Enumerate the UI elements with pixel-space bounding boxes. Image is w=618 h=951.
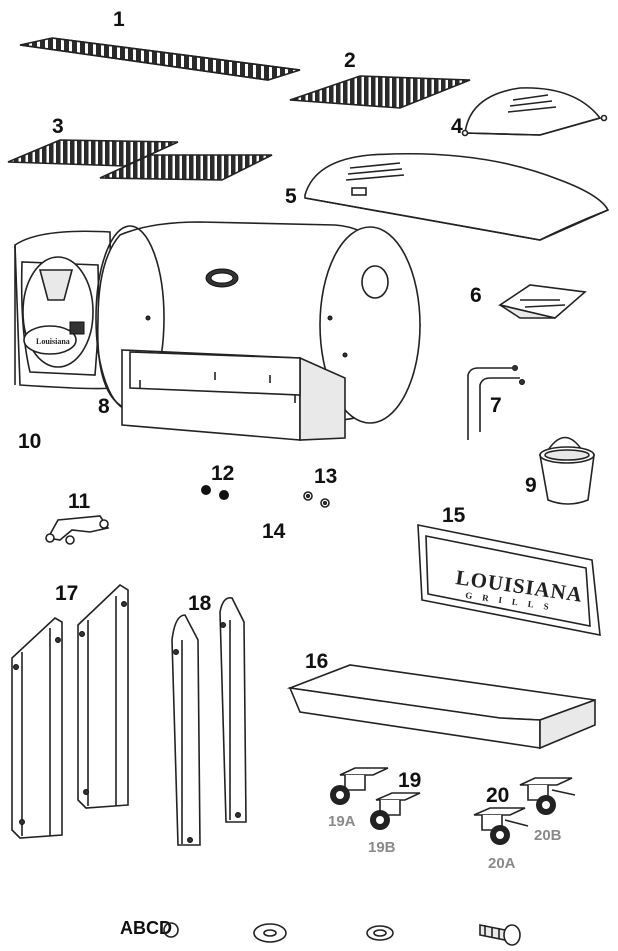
callout-9: 9 xyxy=(525,474,537,497)
part-11-handle-bracket xyxy=(45,515,110,545)
callout-17: 17 xyxy=(55,582,78,605)
part-17-legs-pair-a xyxy=(11,583,129,839)
callout-3: 3 xyxy=(52,115,64,138)
part-6-flame-broiler-plate xyxy=(498,284,587,319)
svg-text:Louisiana: Louisiana xyxy=(36,337,70,346)
part-7-rod-handles xyxy=(467,365,525,440)
callout-19a: 19A xyxy=(328,813,356,830)
callout-10: 10 xyxy=(18,430,41,453)
callout-20b: 20B xyxy=(534,827,562,844)
part-8-grill-barrel-assembly: Louisiana xyxy=(14,221,421,441)
part-18-legs-pair-b xyxy=(171,596,247,846)
part-1-main-cooking-grate xyxy=(19,37,301,81)
callout-11: 11 xyxy=(68,490,91,513)
callout-15: 15 xyxy=(442,504,466,527)
callout-20: 20 xyxy=(486,784,509,807)
part-4-small-heat-shield xyxy=(461,87,608,137)
callout-19: 19 xyxy=(398,769,421,792)
callout-16: 16 xyxy=(305,650,328,673)
callout-7: 7 xyxy=(490,394,502,417)
part-3-split-grates xyxy=(7,139,273,181)
callout-8: 8 xyxy=(98,395,110,418)
callout-5: 5 xyxy=(285,185,297,208)
part-14-front-handle-bar xyxy=(167,534,378,571)
part-10-handle xyxy=(18,458,97,468)
callout-6: 6 xyxy=(470,284,482,307)
hardware-label: ABCD xyxy=(120,918,172,938)
callout-2: 2 xyxy=(344,49,356,72)
callout-14: 14 xyxy=(262,520,286,543)
part-13-nuts xyxy=(303,491,330,508)
part-12-knobs xyxy=(201,485,229,500)
part-16-bottom-shelf xyxy=(286,664,596,750)
part-19-casters xyxy=(330,767,421,830)
part-2-upper-grate xyxy=(289,75,471,109)
part-9-grease-bucket xyxy=(539,436,595,505)
callout-1: 1 xyxy=(113,8,125,31)
callout-13: 13 xyxy=(314,465,337,488)
callout-12: 12 xyxy=(211,462,234,485)
callout-4: 4 xyxy=(451,115,463,138)
part-20-locking-casters xyxy=(473,777,576,845)
callout-20a: 20A xyxy=(488,855,516,872)
hardware-row: ABCD xyxy=(120,918,521,946)
callout-18: 18 xyxy=(188,592,212,615)
part-5-long-heat-shield xyxy=(304,152,610,241)
callout-19b: 19B xyxy=(368,839,396,856)
part-15-logo-panel: LOUISIANA GRILLS xyxy=(417,524,601,636)
